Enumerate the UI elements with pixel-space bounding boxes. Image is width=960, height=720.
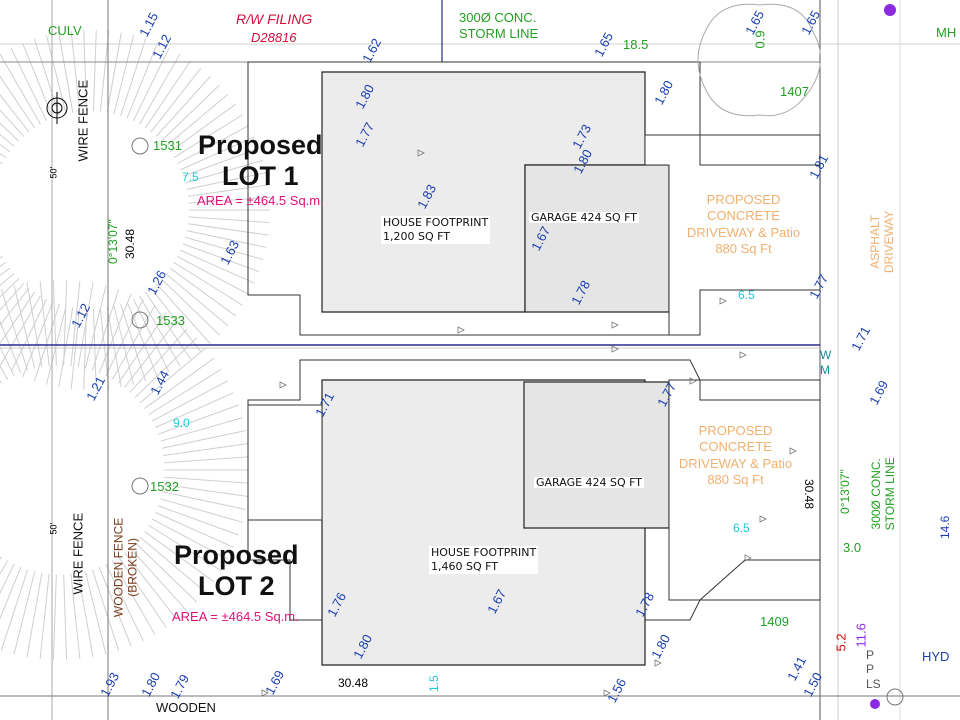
lot-width-right: 30.48 bbox=[802, 478, 817, 510]
lot2-driveway-label: PROPOSED CONCRETE DRIVEWAY & Patio 880 S… bbox=[678, 423, 793, 487]
dim-6-5b: 6.5 bbox=[733, 521, 750, 535]
dim-6-5a: 6.5 bbox=[738, 288, 755, 302]
lot2-garage bbox=[523, 381, 670, 529]
lot2-driveway bbox=[668, 379, 821, 601]
wooden-fence-broken: WOODEN FENCE (BROKEN) bbox=[111, 517, 140, 618]
lot2-title: Proposed LOT 2 bbox=[174, 540, 299, 602]
lot1-house-label: HOUSE FOOTPRINT 1,200 SQ FT bbox=[381, 216, 491, 244]
lot2-wing bbox=[247, 404, 323, 521]
wooden-fence-bottom: WOODEN bbox=[156, 700, 216, 715]
lot1-garage bbox=[524, 164, 670, 313]
ppls-label: P P LS bbox=[866, 648, 881, 691]
rw-number-label: D28816 bbox=[251, 30, 297, 45]
lot2-house-label: HOUSE FOOTPRINT 1,460 SQ FT bbox=[429, 546, 539, 574]
lot1-title: Proposed LOT 1 bbox=[198, 130, 323, 192]
dim-9-0: 9.0 bbox=[173, 416, 190, 430]
lot1-driveway-label: PROPOSED CONCRETE DRIVEWAY & Patio 880 S… bbox=[686, 192, 801, 256]
north-arrow-icon bbox=[46, 92, 68, 124]
culv-label: CULV bbox=[48, 23, 82, 38]
bearing-top: 0°13'07" bbox=[106, 219, 120, 264]
dim-5-2: 5.2 bbox=[833, 633, 849, 652]
tree-symbols bbox=[131, 137, 904, 706]
storm-line-right-label: 300Ø CONC. STORM LINE bbox=[869, 457, 897, 531]
storm-line-top-label: 300Ø CONC. STORM LINE bbox=[459, 10, 539, 42]
dim-1-5: 1.5 bbox=[427, 675, 441, 692]
lot2-house-number: 1409 bbox=[760, 614, 789, 629]
mh-label: MH bbox=[936, 25, 957, 40]
fifty-top: 50' bbox=[48, 166, 59, 179]
fifty-bottom: 50' bbox=[48, 522, 59, 535]
lot1-house-number: 1407 bbox=[780, 84, 809, 99]
setback-3: 3.0 bbox=[843, 540, 862, 555]
lot-width-top: 30.48 bbox=[123, 228, 137, 259]
tree-1532: 1532 bbox=[150, 479, 179, 494]
lot2-garage-label: GARAGE 424 SQ FT bbox=[534, 476, 645, 489]
dim-7-5: 7.5 bbox=[182, 170, 199, 184]
lot-width-bottom: 30.48 bbox=[338, 676, 369, 690]
lot1-driveway bbox=[644, 134, 821, 336]
tree-canopy bbox=[697, 3, 821, 117]
tree-1531: 1531 bbox=[153, 138, 182, 153]
lot1-garage-label: GARAGE 424 SQ FT bbox=[529, 211, 640, 224]
corner-marker-icon bbox=[884, 4, 896, 16]
dim-14-6: 14.6 bbox=[938, 515, 952, 539]
wire-fence-top: WIRE FENCE bbox=[75, 79, 91, 162]
hydrant-icon bbox=[870, 699, 880, 709]
tree-1533: 1533 bbox=[156, 313, 185, 328]
asphalt-driveway-label: ASPHALT DRIVEWAY bbox=[868, 210, 896, 274]
wm-label: W M bbox=[820, 348, 832, 377]
survey-points bbox=[261, 149, 797, 697]
rw-filing-label: R/W FILING bbox=[236, 11, 313, 27]
lot1-area: AREA = ±464.5 Sq.m. bbox=[197, 193, 324, 208]
dim-11-6: 11.6 bbox=[853, 623, 869, 648]
hyd-label: HYD bbox=[922, 649, 950, 664]
wire-fence-bottom: WIRE FENCE bbox=[70, 512, 86, 595]
setback-top: 18.5 bbox=[623, 37, 649, 52]
bearing-right: 0°13'07" bbox=[838, 469, 852, 514]
lot2-area: AREA = ±464.5 Sq.m. bbox=[172, 609, 299, 624]
